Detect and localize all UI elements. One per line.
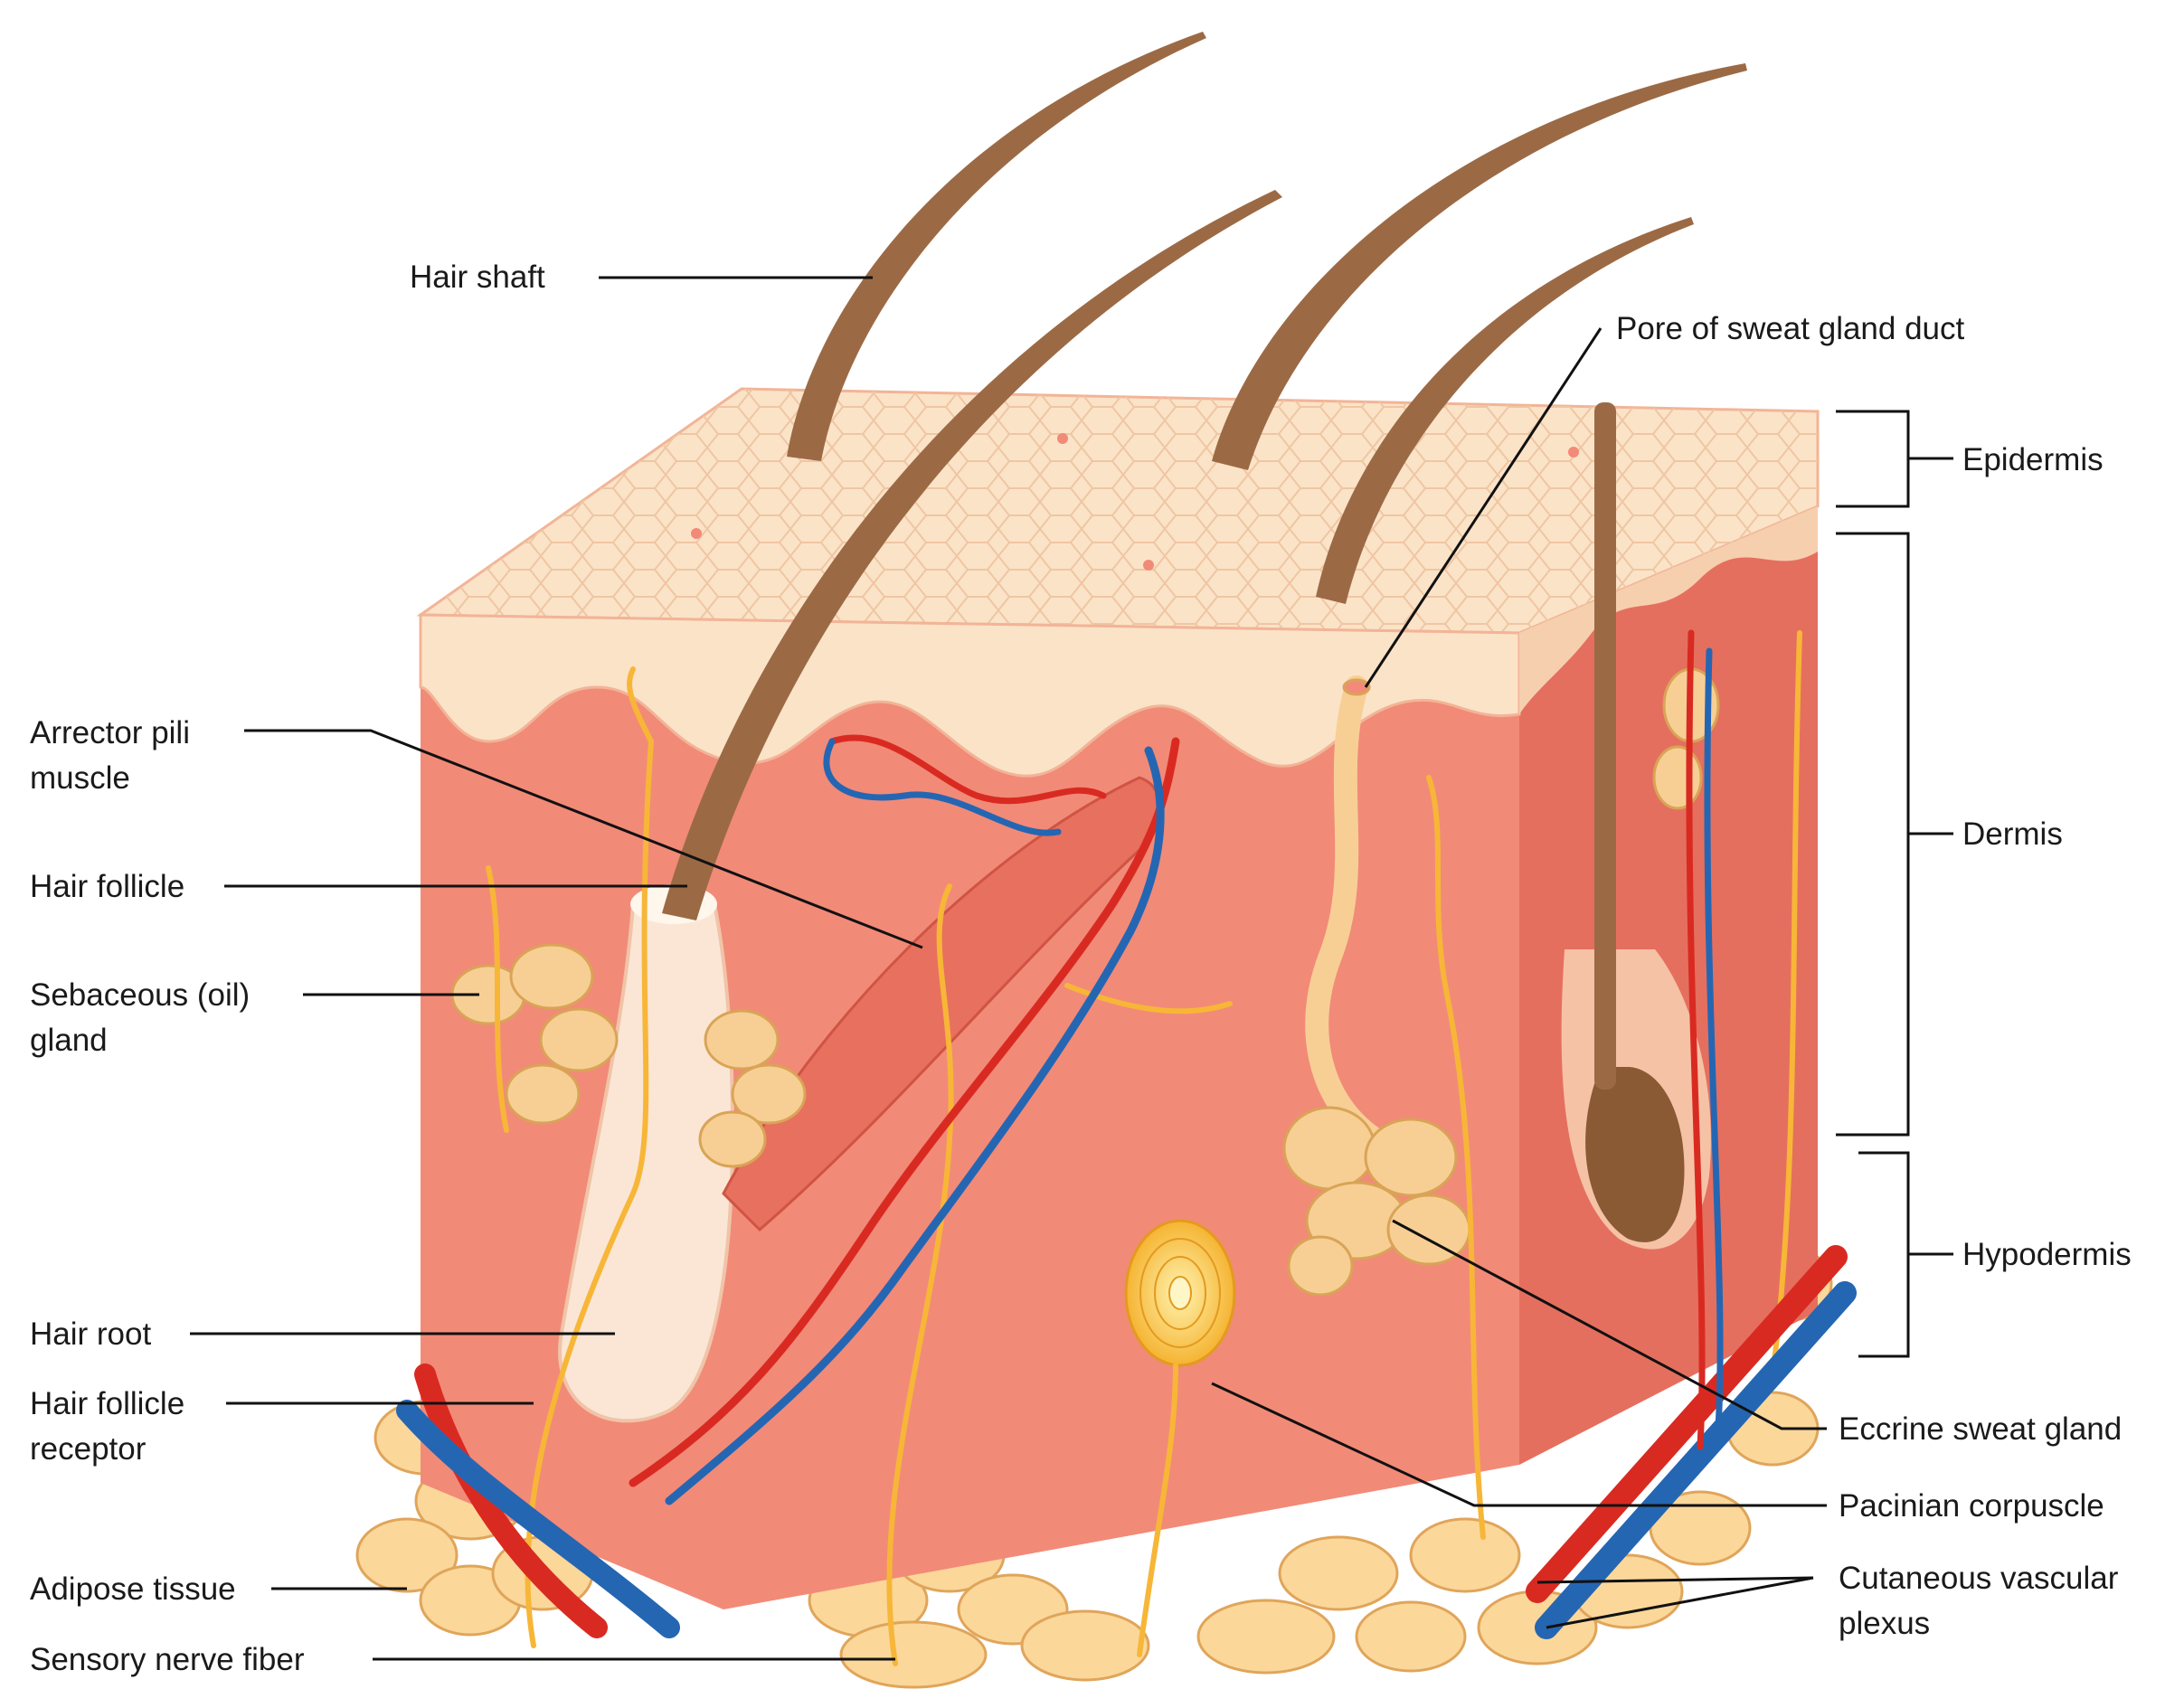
label-dermis: Dermis: [1962, 816, 2063, 852]
label-sebaceous-line1: Sebaceous (oil): [30, 977, 250, 1013]
label-cutaneous-vascular-line1: Cutaneous vascular: [1839, 1561, 2119, 1596]
pacinian-corpuscle-illustration: [1124, 1219, 1236, 1367]
label-sebaceous-line2: gland: [30, 1023, 108, 1058]
layer-brackets: [1836, 410, 1953, 1358]
label-hypodermis: Hypodermis: [1962, 1237, 2132, 1272]
label-pacinian-corpuscle: Pacinian corpuscle: [1839, 1488, 2104, 1524]
eccrine-sweat-gland-illustration: [1282, 675, 1471, 1297]
label-eccrine-sweat-gland: Eccrine sweat gland: [1839, 1411, 2122, 1447]
blood-vessels: [396, 629, 1857, 1639]
side-hair-follicle: [1561, 402, 1711, 1250]
label-hair-follicle-receptor-line1: Hair follicle: [30, 1386, 184, 1421]
label-pore-of-sweat-gland-duct: Pore of sweat gland duct: [1616, 311, 1965, 346]
epidermis-front-band: [419, 613, 1521, 778]
diagram-labels: Hair shaft Pore of sweat gland duct Epid…: [30, 260, 2132, 1677]
label-arrector-pili-line2: muscle: [30, 760, 130, 796]
label-hair-follicle-receptor-line2: receptor: [30, 1431, 147, 1467]
hair-shafts: [662, 32, 1747, 920]
label-epidermis: Epidermis: [1962, 442, 2104, 477]
label-sensory-nerve-fiber: Sensory nerve fiber: [30, 1642, 305, 1677]
label-cutaneous-vascular-line2: plexus: [1839, 1606, 1930, 1641]
label-arrector-pili-line1: Arrector pili: [30, 715, 190, 750]
label-hair-follicle: Hair follicle: [30, 869, 184, 904]
leader-lines: [190, 276, 1827, 1661]
label-adipose-tissue: Adipose tissue: [30, 1571, 236, 1607]
label-hair-shaft: Hair shaft: [410, 260, 545, 295]
label-hair-root: Hair root: [30, 1316, 151, 1352]
sensory-nerve-fibers: [486, 630, 1802, 1666]
